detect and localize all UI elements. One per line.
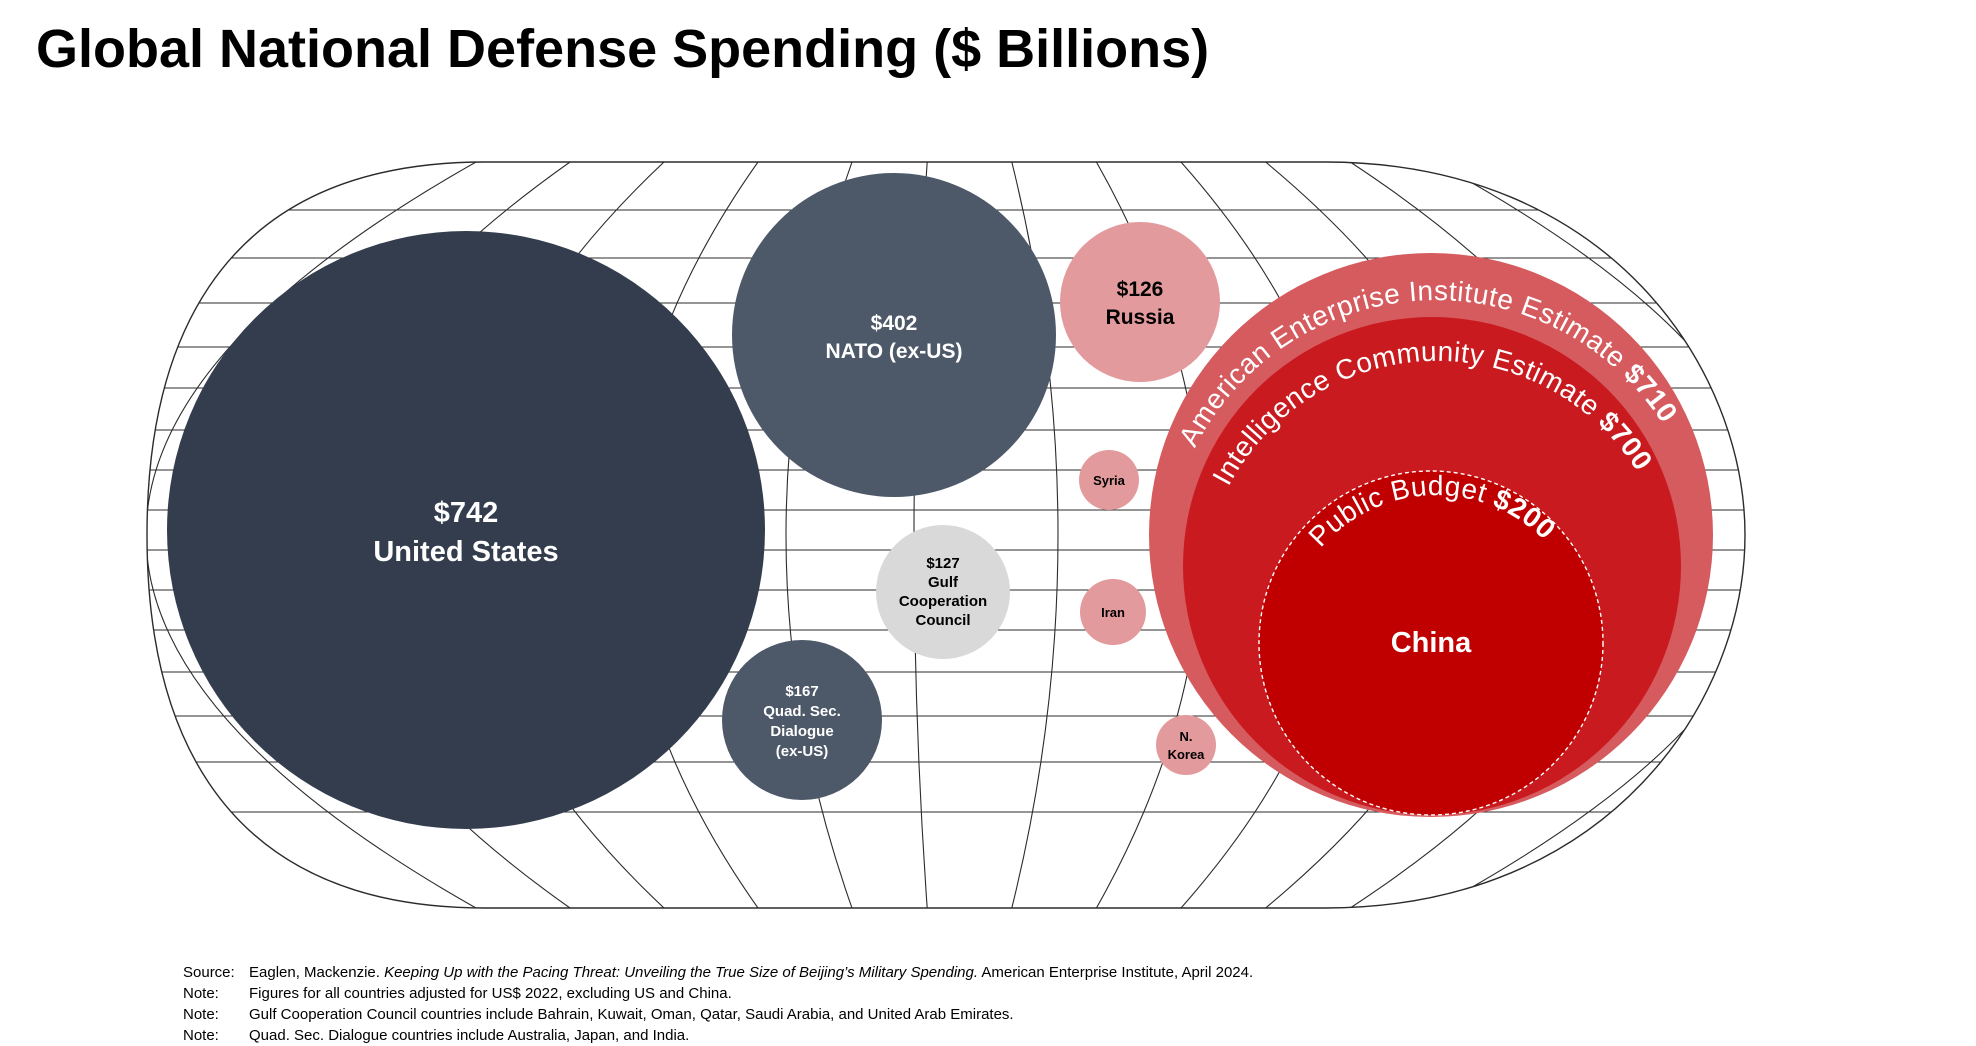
bubble-group: [167, 173, 1713, 829]
bubble-gcc: [876, 525, 1010, 659]
label-quad-name-line-3: (ex-US): [776, 743, 829, 760]
label-gcc-name-line-3: Council: [916, 612, 971, 629]
bubble-quad: [722, 640, 882, 800]
note-row-source: Source: Eaglen, Mackenzie. Keeping Up wi…: [183, 962, 1253, 983]
source-notes: Source: Eaglen, Mackenzie. Keeping Up wi…: [183, 962, 1253, 1046]
note-label: Note:: [183, 985, 219, 1002]
note-row: Note: Figures for all countries adjusted…: [183, 983, 1253, 1004]
source-author: Eaglen, Mackenzie.: [249, 964, 385, 981]
map-outline: [146, 161, 1746, 909]
label-us-value: $742: [434, 497, 499, 529]
note-text: Gulf Cooperation Council countries inclu…: [249, 1006, 1014, 1023]
bubble-china-public-budget: [1258, 470, 1604, 816]
label-gcc-name-line-1: Gulf: [928, 574, 959, 591]
bubble-russia: [1060, 222, 1220, 382]
chart-title: Global National Defense Spending ($ Bill…: [36, 19, 1210, 79]
label-nkorea-line-1: N.: [1180, 729, 1193, 744]
note-text: Figures for all countries adjusted for U…: [249, 985, 732, 1002]
label-china: China: [1391, 627, 1472, 659]
bubble-united-states: [167, 231, 765, 829]
bubble-iran: [1080, 579, 1146, 645]
label-russia-name: Russia: [1106, 306, 1175, 329]
label-us-name: United States: [373, 536, 558, 568]
note-text: Quad. Sec. Dialogue countries include Au…: [249, 1027, 690, 1044]
note-row: Note: Gulf Cooperation Council countries…: [183, 1004, 1253, 1025]
note-text: Eaglen, Mackenzie. Keeping Up with the P…: [249, 962, 1253, 983]
note-label: Note:: [183, 1027, 219, 1044]
label-quad-value: $167: [785, 683, 818, 700]
label-nato-value: $402: [871, 312, 918, 335]
label-syria: Syria: [1093, 473, 1126, 488]
label-nato-name: NATO (ex-US): [826, 340, 963, 363]
label-quad-name-line-2: Dialogue: [770, 723, 833, 740]
source-title: Keeping Up with the Pacing Threat: Unvei…: [384, 964, 979, 981]
label-gcc-name-line-2: Cooperation: [899, 593, 987, 610]
label-quad-name-line-1: Quad. Sec.: [763, 703, 841, 720]
source-publisher: American Enterprise Institute, April 202…: [978, 964, 1254, 981]
label-iran: Iran: [1101, 605, 1125, 620]
longitude-line: [1434, 162, 1745, 908]
bubble-syria: [1079, 450, 1139, 510]
label-gcc-value: $127: [926, 555, 959, 572]
note-label: Source:: [183, 964, 235, 981]
bubble-nato: [732, 173, 1056, 497]
label-russia-value: $126: [1117, 278, 1164, 301]
bubble-nkorea: [1156, 715, 1216, 775]
note-row: Note: Quad. Sec. Dialogue countries incl…: [183, 1025, 1253, 1046]
note-label: Note:: [183, 1006, 219, 1023]
longitude-line: [147, 162, 477, 908]
bubble-map-chart: $742 United States $402 NATO (ex-US) $12…: [146, 161, 1746, 909]
label-nkorea-line-2: Korea: [1168, 747, 1206, 762]
